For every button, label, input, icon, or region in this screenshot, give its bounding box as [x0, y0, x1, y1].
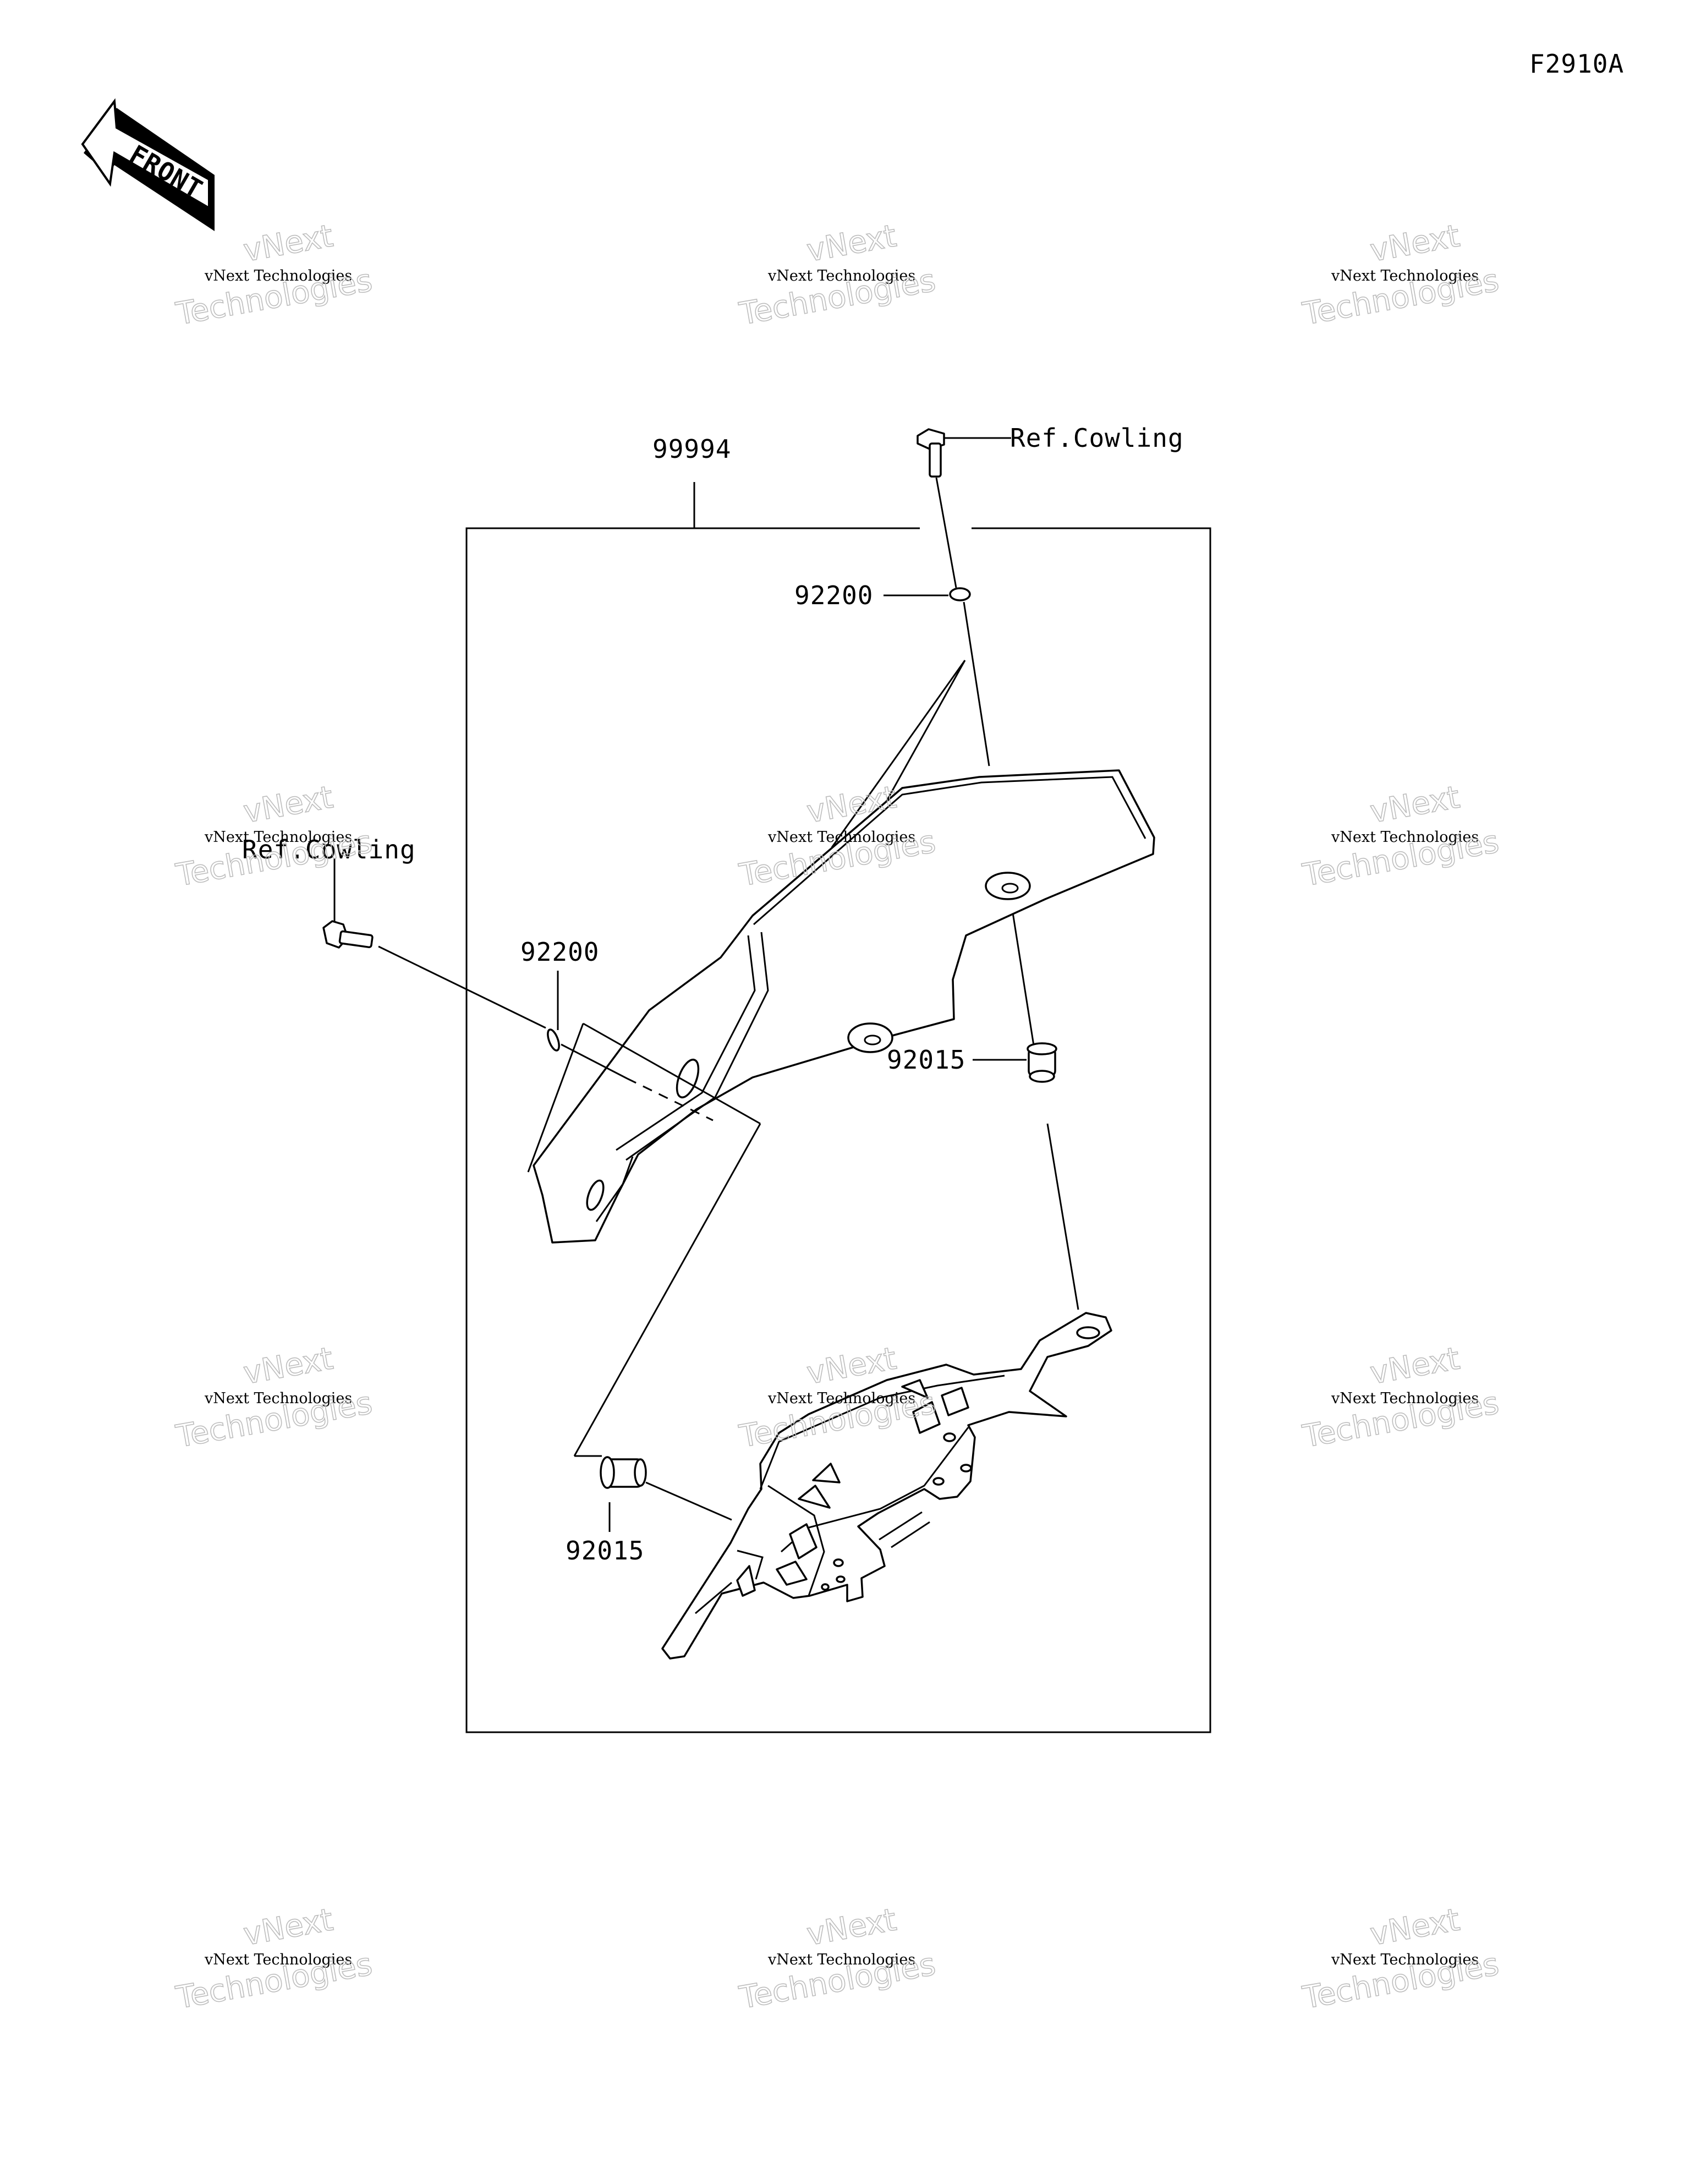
svg-text:vNext Technologies: vNext Technologies — [204, 267, 352, 284]
watermark: vNext Technologies vNext Technologies — [736, 218, 939, 333]
svg-text:vNext Technologies: vNext Technologies — [1331, 829, 1479, 846]
bolt-top-icon — [917, 428, 1011, 478]
collar-bottom-icon — [600, 1456, 647, 1489]
mounting-bracket-part — [661, 1312, 1112, 1660]
svg-text:vNext Technologies: vNext Technologies — [204, 1390, 352, 1407]
assembly-outline — [465, 482, 1211, 1733]
watermark: vNext Technologies vNext Technologies — [173, 1340, 375, 1455]
watermark: vNext Technologies vNext Technologies — [173, 779, 375, 894]
callout-ref-cowling-top: Ref.Cowling — [1010, 423, 1184, 453]
svg-text:vNext Technologies: vNext Technologies — [204, 1951, 352, 1968]
washer-top-icon — [949, 587, 971, 601]
callout-ref-cowling-left: Ref.Cowling — [242, 835, 416, 864]
svg-text:vNext Technologies: vNext Technologies — [1331, 1951, 1479, 1968]
watermark: vNext Technologies vNext Technologies — [1299, 1340, 1502, 1455]
callout-washer-left: 92200 — [520, 937, 599, 967]
watermark: vNext Technologies vNext Technologies — [1299, 779, 1502, 894]
svg-text:vNext Technologies: vNext Technologies — [767, 1390, 915, 1407]
callout-collar-right: 92015 — [887, 1045, 965, 1075]
washer-left-icon — [547, 1028, 560, 1052]
svg-text:vNext Technologies: vNext Technologies — [1331, 267, 1479, 284]
watermark: vNext Technologies vNext Technologies — [173, 1902, 375, 2017]
assembly-part-number: 99994 — [652, 434, 731, 464]
svg-text:vNext: vNext — [804, 1902, 899, 1952]
callout-collar-bottom: 92015 — [566, 1536, 644, 1566]
svg-text:vNext: vNext — [241, 1902, 336, 1952]
svg-text:vNext Technologies: vNext Technologies — [767, 829, 915, 846]
svg-text:vNext: vNext — [1368, 779, 1462, 830]
svg-text:vNext: vNext — [241, 779, 336, 830]
svg-text:vNext: vNext — [241, 218, 336, 269]
watermark: vNext Technologies vNext Technologies — [1299, 218, 1502, 333]
svg-text:vNext: vNext — [1368, 218, 1462, 269]
figure-code: F2910A — [1529, 49, 1624, 79]
callout-washer-top: 92200 — [794, 581, 873, 610]
svg-text:vNext: vNext — [241, 1340, 336, 1391]
svg-text:vNext: vNext — [1368, 1902, 1462, 1952]
watermark: vNext Technologies vNext Technologies — [736, 1902, 939, 2017]
front-arrow-icon: FRONT — [81, 98, 215, 231]
svg-text:vNext: vNext — [1368, 1340, 1462, 1391]
collar-right-icon — [1027, 1042, 1057, 1083]
bolt-left-icon — [322, 858, 374, 949]
svg-text:vNext Technologies: vNext Technologies — [1331, 1390, 1479, 1407]
svg-text:vNext Technologies: vNext Technologies — [767, 267, 915, 284]
watermark: vNext Technologies vNext Technologies — [1299, 1902, 1502, 2017]
svg-text:vNext Technologies: vNext Technologies — [204, 829, 352, 846]
svg-text:vNext: vNext — [804, 218, 899, 269]
svg-text:vNext Technologies: vNext Technologies — [767, 1951, 915, 1968]
watermark-grid: vNext Technologies vNext Technologies vN… — [173, 218, 1502, 2017]
side-cover-part — [533, 769, 1155, 1244]
watermark: vNext Technologies vNext Technologies — [173, 218, 375, 333]
